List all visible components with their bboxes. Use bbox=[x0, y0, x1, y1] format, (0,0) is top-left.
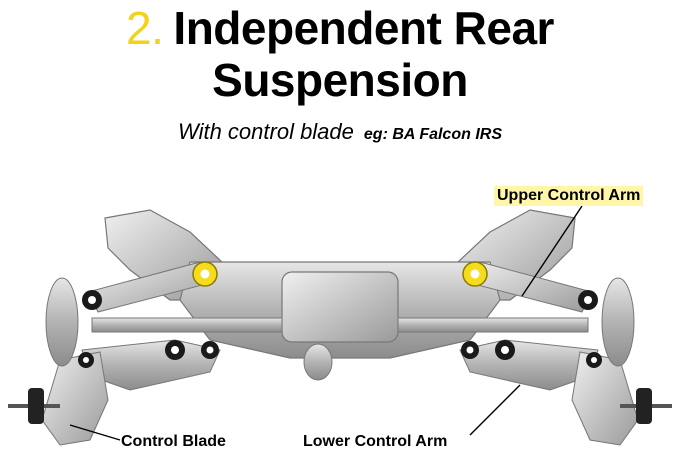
differential bbox=[281, 271, 399, 343]
upper-control-arm-label: Upper Control Arm bbox=[494, 186, 644, 206]
black-bushings bbox=[78, 290, 602, 368]
page-title-line-2: Suspension bbox=[212, 54, 468, 106]
right-sway-bar-bush bbox=[636, 388, 652, 424]
lower-control-arm-label: Lower Control Arm bbox=[303, 433, 448, 450]
right-control-blade bbox=[571, 351, 639, 446]
page-title-line-1: 2.Independent Rear bbox=[0, 2, 680, 54]
left-driveshaft bbox=[91, 317, 283, 333]
diff-nose bbox=[303, 343, 333, 381]
right-driveshaft bbox=[397, 317, 589, 333]
section-number: 2. bbox=[126, 2, 164, 54]
left-control-blade bbox=[41, 351, 109, 446]
subtitle-main: With control blade bbox=[178, 119, 354, 144]
left-hub bbox=[45, 277, 79, 367]
control-blade-label: Control Blade bbox=[121, 433, 226, 450]
subtitle-example: eg: BA Falcon IRS bbox=[363, 126, 502, 143]
subtitle: With control blade eg: BA Falcon IRS bbox=[0, 118, 680, 149]
lower-control-arm-leader bbox=[469, 384, 521, 436]
title-text-1: Independent Rear bbox=[173, 2, 554, 54]
left-sway-bar-bush bbox=[28, 388, 44, 424]
upper-control-arm-leader bbox=[521, 205, 583, 297]
right-hub bbox=[601, 277, 635, 367]
control-blade-leader bbox=[69, 424, 121, 441]
